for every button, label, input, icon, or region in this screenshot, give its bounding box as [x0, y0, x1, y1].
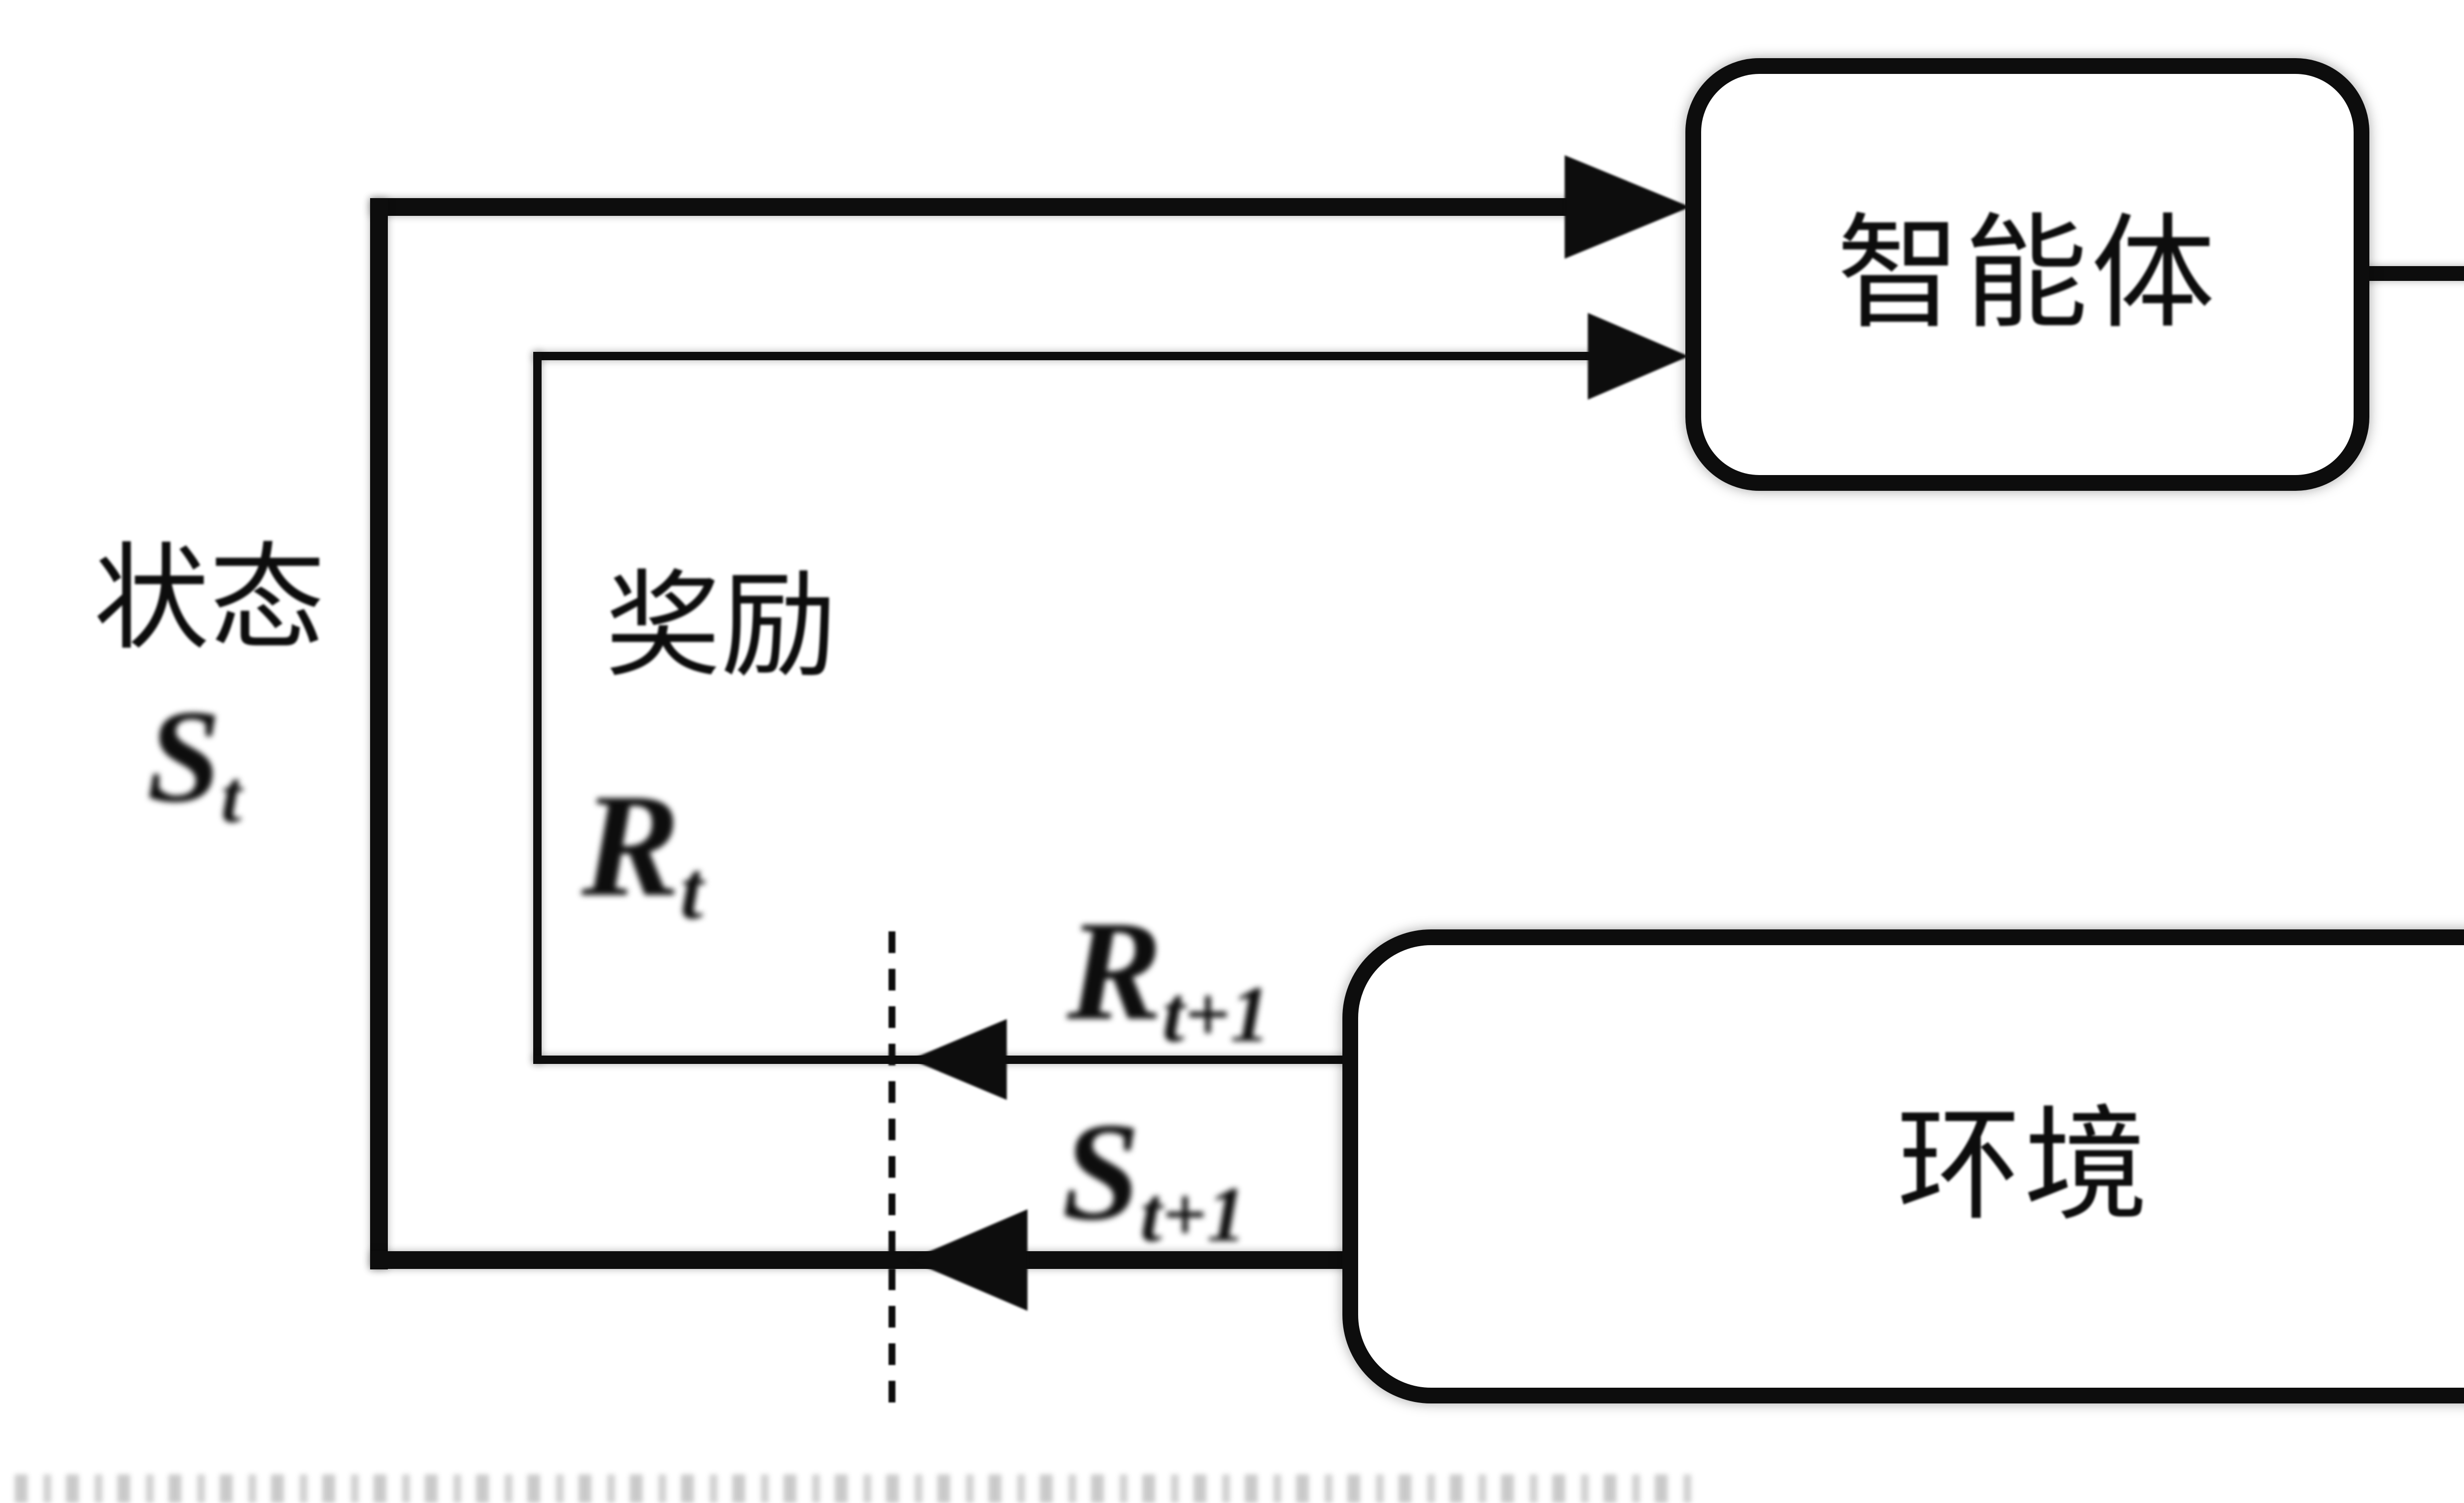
cropped-caption-remnant — [15, 1474, 1705, 1503]
state-line-bottom — [370, 1251, 1361, 1269]
reward-symbol-base: R — [582, 763, 681, 927]
next-state-sub: t+1 — [1140, 1170, 1246, 1258]
reward-line-top — [533, 352, 1593, 360]
next-reward-base: R — [1067, 891, 1163, 1050]
next-state-crossing-arrowhead-icon — [909, 1209, 1027, 1311]
action-line-top — [2360, 266, 2464, 281]
agent-label: 智能体 — [1836, 205, 2218, 343]
state-symbol-sub: t — [221, 755, 242, 838]
next-reward-sub: t+1 — [1162, 970, 1270, 1059]
environment-box: 环境 — [1342, 929, 2464, 1403]
state-line-left — [370, 198, 388, 1269]
next-reward-crossing-arrowhead-icon — [911, 1019, 1007, 1100]
state-symbol-base: S — [147, 683, 221, 830]
state-cn-label: 状态 — [94, 536, 325, 664]
next-reward-label: Rt+1 — [1067, 899, 1270, 1055]
reward-arrowhead-into-agent-icon — [1588, 313, 1689, 400]
reward-line-left — [533, 352, 542, 1063]
state-symbol: St — [147, 690, 241, 834]
agent-box: 智能体 — [1685, 58, 2369, 491]
next-state-label: St+1 — [1062, 1101, 1246, 1254]
reward-symbol-sub: t — [680, 845, 703, 937]
next-state-base: S — [1062, 1093, 1140, 1249]
state-line-top — [370, 198, 1592, 216]
time-boundary-dashed-line — [889, 931, 895, 1408]
reward-symbol: Rt — [582, 771, 703, 932]
state-arrowhead-into-agent-icon — [1565, 155, 1690, 259]
reward-cn-label: 奖励 — [605, 563, 837, 691]
environment-label: 环境 — [1896, 1097, 2151, 1235]
